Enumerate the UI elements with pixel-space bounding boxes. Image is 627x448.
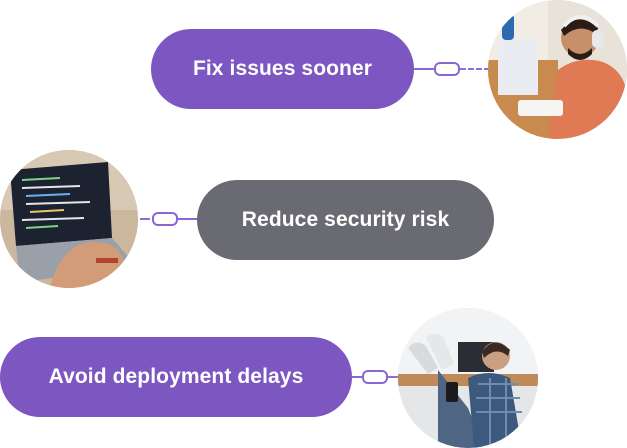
chain-link-icon bbox=[434, 62, 460, 76]
developer-with-headphones-photo bbox=[488, 0, 627, 139]
relaxed-developer-feet-up-photo bbox=[398, 308, 538, 448]
connector-link-1 bbox=[414, 62, 490, 76]
benefit-label: Reduce security risk bbox=[241, 208, 450, 231]
benefit-label: Avoid deployment delays bbox=[48, 365, 304, 388]
benefit-pill-reduce-risk: Reduce security risk bbox=[197, 180, 494, 260]
benefit-pill-avoid-delays: Avoid deployment delays bbox=[0, 337, 352, 417]
laptop-code-typing-photo bbox=[0, 150, 138, 288]
connector-link-2 bbox=[140, 212, 198, 226]
benefit-label: Fix issues sooner bbox=[192, 57, 373, 80]
connector-link-3 bbox=[352, 370, 400, 384]
chain-link-icon bbox=[362, 370, 388, 384]
benefit-pill-fix-issues: Fix issues sooner bbox=[151, 29, 414, 109]
chain-link-icon bbox=[152, 212, 178, 226]
